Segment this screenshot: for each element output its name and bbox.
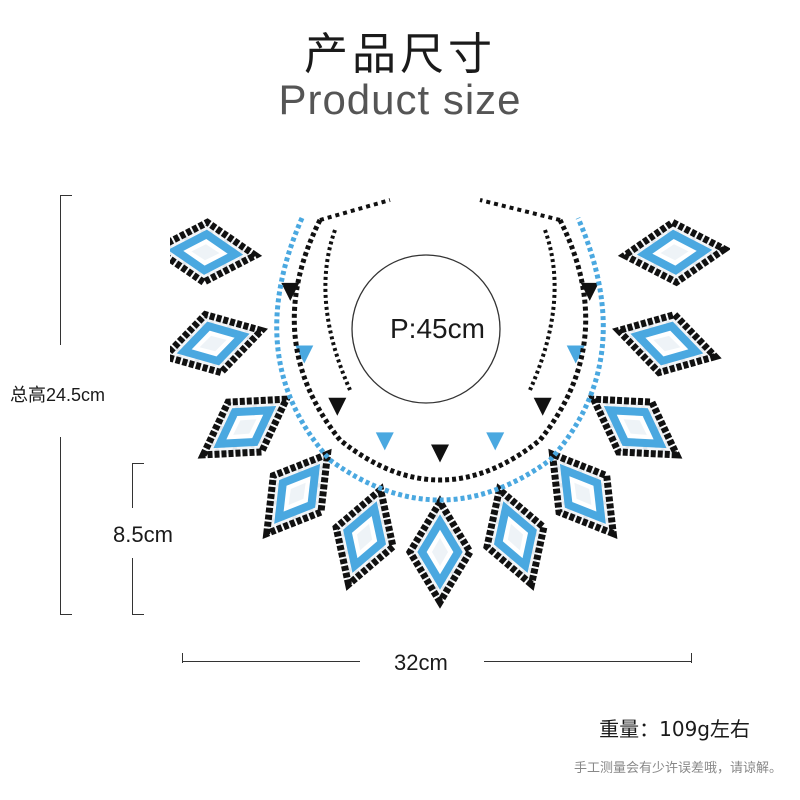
bead-triangle — [533, 397, 552, 416]
width-tick-right — [691, 653, 692, 663]
beaded-collar-necklace-image — [170, 198, 730, 609]
bead-diamond-panel — [170, 218, 263, 287]
width-tick-left — [182, 653, 183, 663]
bead-diamond-panel — [332, 483, 397, 591]
page-title-english: Product size — [278, 76, 522, 123]
total-height-line-top — [60, 195, 61, 345]
bead-triangle — [580, 282, 599, 301]
total-height-tick-bottom — [60, 614, 72, 615]
bead-diamond-panel — [612, 310, 722, 377]
panel-height-line-bottom — [132, 558, 133, 615]
bead-diamond-panel — [197, 395, 292, 459]
bead-diamond-panel — [548, 448, 618, 540]
bead-triangle — [486, 432, 505, 451]
total-height-tick-top — [60, 195, 72, 196]
bead-diamond-panel — [405, 495, 475, 609]
page-title-chinese: 产品尺寸 — [304, 29, 496, 80]
bead-diamond-panel — [483, 483, 548, 591]
width-line-right — [484, 661, 691, 662]
weight-label: 重量：109g左右 — [599, 717, 750, 741]
bead-diamond-panel — [262, 448, 332, 540]
bead-triangle — [281, 282, 300, 301]
panel-height-tick-bottom — [132, 614, 144, 615]
width-line-left — [182, 661, 360, 662]
panel-height-tick-top — [132, 463, 144, 464]
bead-triangle — [328, 397, 347, 416]
bead-triangle — [431, 444, 449, 463]
width-label: 32cm — [394, 650, 448, 675]
measurement-note: 手工测量会有少许误差哦，请谅解。 — [573, 761, 782, 776]
total-height-label: 总高24.5cm — [10, 385, 106, 405]
bead-triangle — [566, 345, 585, 364]
bead-diamond-panel — [617, 218, 730, 287]
bead-diamond-panel — [170, 310, 268, 377]
perimeter-label: P:45cm — [390, 313, 485, 344]
panel-height-line-top — [132, 463, 133, 508]
neck-perimeter-circle — [351, 254, 501, 404]
bead-diamond-panel — [588, 395, 683, 459]
panel-height-label: 8.5cm — [113, 522, 173, 547]
total-height-line-bottom — [60, 437, 61, 615]
bead-triangle — [295, 345, 314, 364]
bead-triangle — [375, 432, 394, 451]
